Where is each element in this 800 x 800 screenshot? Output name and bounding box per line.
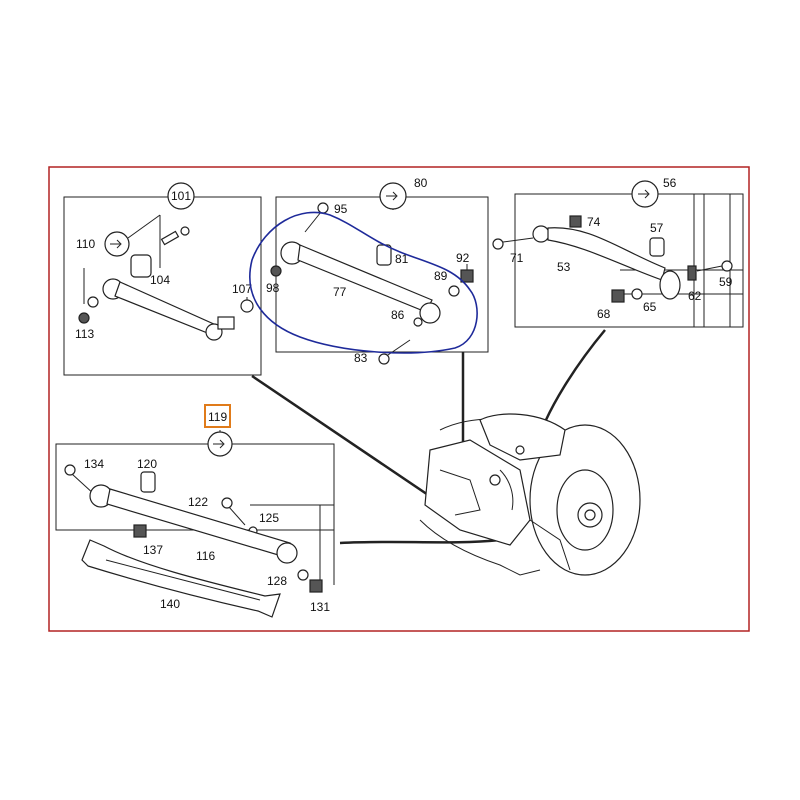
sleeve-part xyxy=(649,237,665,257)
label-86: 86 xyxy=(391,308,405,322)
control-arm-77 xyxy=(280,241,441,324)
label-128: 128 xyxy=(267,574,287,588)
label-81: 81 xyxy=(395,252,409,266)
label-65: 65 xyxy=(643,300,657,314)
label-122: 122 xyxy=(188,495,208,509)
label-107: 107 xyxy=(232,282,252,296)
label-83: 83 xyxy=(354,351,368,365)
group-56: 56 74 57 71 53 59 62 68 65 xyxy=(492,176,744,328)
label-137: 137 xyxy=(143,543,163,557)
label-134: 134 xyxy=(84,457,104,471)
label-131: 131 xyxy=(310,600,330,614)
label-74: 74 xyxy=(587,215,601,229)
leader-line xyxy=(339,538,501,545)
label-116: 116 xyxy=(196,549,215,563)
bushing-part xyxy=(130,254,152,278)
label-140: 140 xyxy=(160,597,180,611)
bolt-part xyxy=(160,230,180,246)
underbody-cover-140 xyxy=(81,539,281,618)
group-119: 119 134 120 122 125 116 137 128 131 xyxy=(55,404,335,618)
label-71: 71 xyxy=(510,251,524,265)
trailing-arm-116 xyxy=(89,484,298,564)
diagram-frame xyxy=(48,166,750,632)
label-125: 125 xyxy=(259,511,279,525)
label-59: 59 xyxy=(719,275,733,289)
group-80: 80 95 81 77 98 92 89 86 83 xyxy=(266,176,489,365)
label-110: 110 xyxy=(76,237,95,251)
label-98: 98 xyxy=(266,281,280,295)
rear-axle-assembly xyxy=(419,413,641,576)
label-68: 68 xyxy=(597,307,611,321)
label-104: 104 xyxy=(150,273,170,287)
label-113: 113 xyxy=(75,327,94,341)
group-101-number: 101 xyxy=(171,189,191,203)
label-120: 120 xyxy=(137,457,157,471)
group-80-number: 80 xyxy=(414,176,428,190)
group-101: 101 110 104 113 107 xyxy=(63,182,262,376)
camber-arm-53 xyxy=(532,225,681,300)
label-53: 53 xyxy=(557,260,571,274)
label-89: 89 xyxy=(434,269,448,283)
label-92: 92 xyxy=(456,251,470,265)
label-57: 57 xyxy=(650,221,664,235)
annotation-circle xyxy=(249,211,478,354)
highlight-box[interactable] xyxy=(204,404,231,428)
group-101-badge[interactable] xyxy=(167,182,195,210)
label-95: 95 xyxy=(334,202,348,216)
sleeve-part xyxy=(140,471,156,493)
group-56-number: 56 xyxy=(663,176,677,190)
label-77: 77 xyxy=(333,285,347,299)
group-119-number: 119 xyxy=(208,410,227,424)
label-62: 62 xyxy=(688,289,702,303)
sleeve-part xyxy=(376,244,392,266)
rear-link-arm xyxy=(102,278,235,341)
